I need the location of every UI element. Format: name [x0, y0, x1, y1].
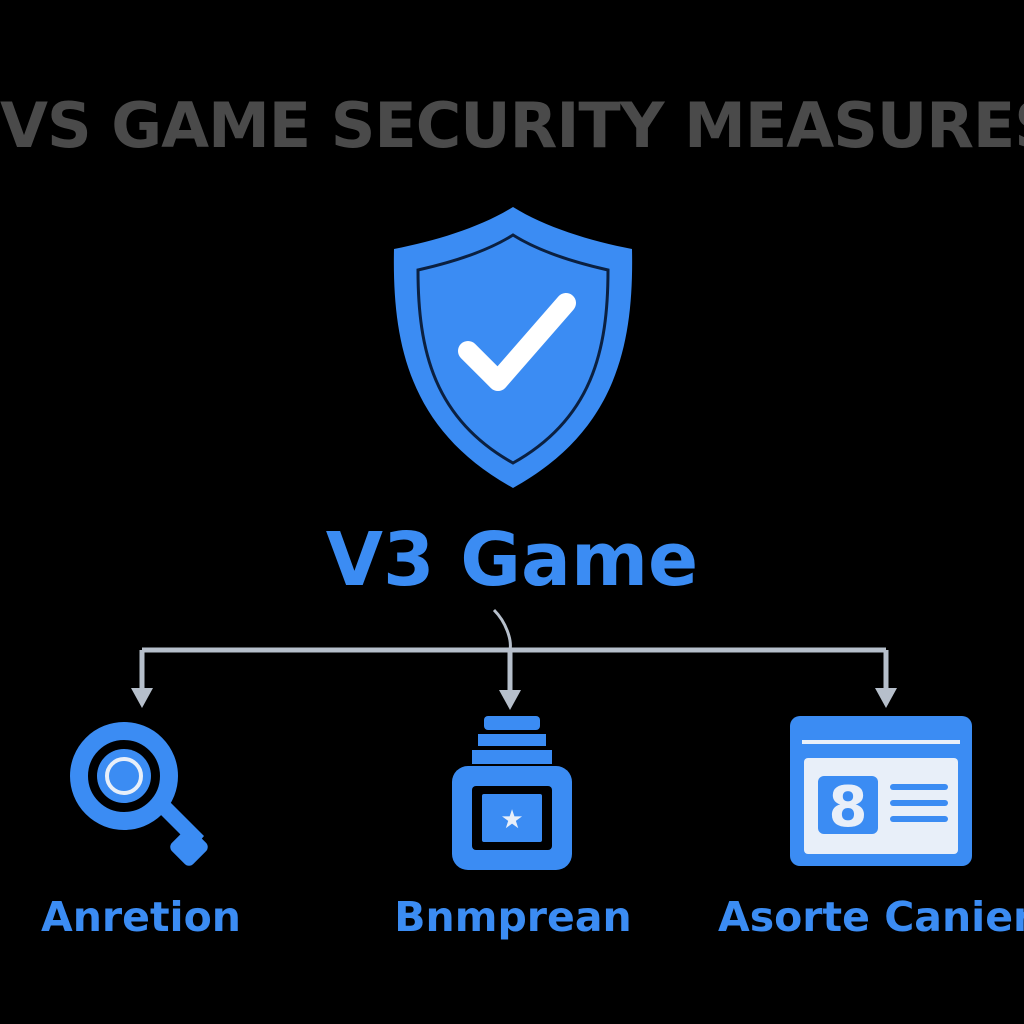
arrow-middle	[499, 690, 521, 710]
shield-inner-outline	[416, 233, 610, 465]
shield-outer	[393, 207, 633, 488]
branch-label-2: Bnmprean	[394, 893, 632, 941]
lock-icon: ★	[452, 716, 572, 870]
arrow-left	[131, 688, 153, 708]
arrow-right	[875, 688, 897, 708]
shield-check-icon	[393, 207, 633, 488]
connector-lines	[131, 608, 897, 710]
center-node-label: V3 Game	[325, 517, 699, 603]
branch-label-1: Anretion	[41, 893, 241, 941]
page-title: VS GAME SECURITY MEASURES	[0, 89, 1024, 162]
branch-label-3: Asorte Canier	[718, 893, 1024, 941]
lock-star-icon: ★	[500, 805, 523, 835]
check-mark	[458, 293, 576, 391]
card-glyph: 8	[829, 775, 868, 840]
id-card-icon: 8	[790, 716, 972, 866]
magnifier-icon	[70, 722, 208, 866]
connector-stem	[492, 608, 512, 651]
